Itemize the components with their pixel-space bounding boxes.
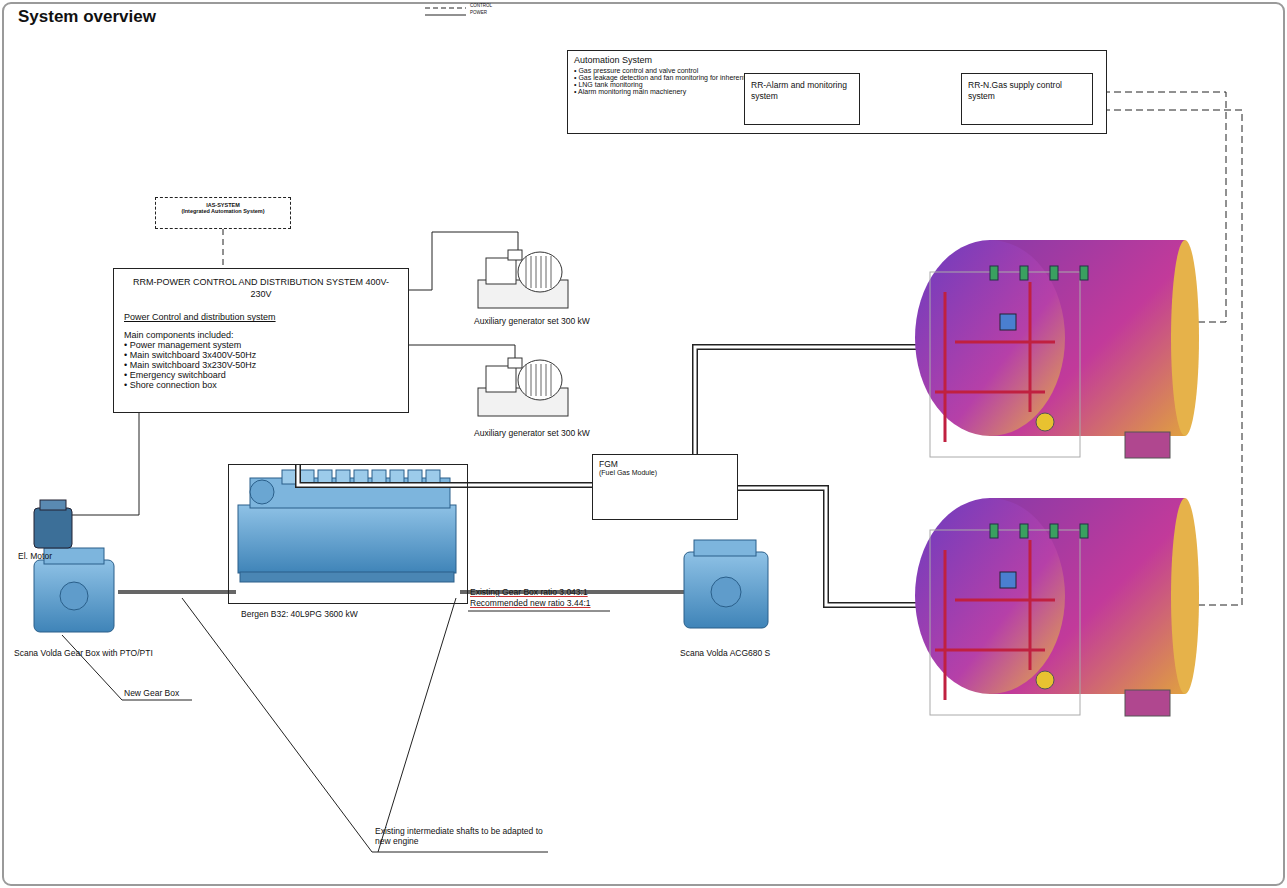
box-text: • Main switchboard 3x230V-50Hz — [124, 360, 398, 370]
valve — [1036, 413, 1054, 431]
valve — [1020, 524, 1028, 538]
cylinder-head — [408, 470, 422, 484]
electric-motor — [34, 500, 72, 548]
cylinder-head — [300, 470, 314, 484]
component-box: FGM(Fuel Gas Module) — [592, 454, 738, 520]
cylinder-head — [318, 470, 332, 484]
valve — [1020, 266, 1028, 280]
cylinder-head — [354, 470, 368, 484]
tank-saddle — [1125, 432, 1170, 458]
valve — [1080, 266, 1088, 280]
part-label: New Gear Box — [124, 688, 179, 698]
component-box: Bergen B32: 40L9PG 3600 kW — [228, 464, 468, 604]
tank-piping — [935, 540, 1055, 700]
gas-pipe — [298, 464, 592, 485]
valve — [1080, 524, 1088, 538]
control-box — [1000, 314, 1016, 330]
fin — [526, 364, 527, 396]
tank-end — [915, 498, 1065, 694]
fin — [551, 256, 552, 288]
box-text: Main components included: — [124, 330, 398, 340]
pipe-outer — [298, 464, 592, 485]
tank-saddle — [1125, 690, 1170, 716]
fin — [551, 364, 552, 396]
tank-end — [1171, 498, 1199, 694]
part-label: Auxiliary generator set 300 kW — [474, 428, 590, 438]
fin — [526, 256, 527, 288]
leader-line — [62, 598, 610, 852]
control-box — [1000, 572, 1016, 588]
shaft — [118, 590, 684, 594]
fin — [531, 256, 532, 288]
valve — [1036, 671, 1054, 689]
legend-text: POWER — [470, 11, 487, 16]
fin — [541, 256, 542, 288]
gearbox — [34, 540, 768, 632]
diagram-title: System overview — [18, 7, 156, 27]
valve — [1050, 524, 1058, 538]
fin — [536, 364, 537, 396]
legend-text: CONTROL — [470, 4, 492, 9]
part-label: Scana Volda ACG680 S — [680, 648, 770, 658]
fin — [531, 364, 532, 396]
fin — [546, 364, 547, 396]
valve — [990, 524, 998, 538]
box-text: • Emergency switchboard — [124, 370, 398, 380]
fin — [541, 364, 542, 396]
box-text: Power Control and distribution system — [124, 312, 398, 322]
coldbox-outline — [930, 530, 1080, 715]
generator-set — [478, 250, 568, 416]
part-label: El. Motor — [18, 551, 52, 561]
valve — [990, 266, 998, 280]
tank-piping — [935, 282, 1055, 442]
component-box: Automation System• Gas pressure control … — [567, 50, 1107, 134]
tank-end — [1171, 240, 1199, 436]
box-text: RR-N.Gas supply control system — [968, 80, 1086, 101]
frame — [3, 3, 1284, 885]
cylinder-head — [426, 470, 440, 484]
connector-line — [223, 229, 224, 268]
generator-part — [518, 360, 562, 400]
control-link — [223, 229, 224, 268]
part-label: Auxiliary generator set 300 kW — [474, 316, 590, 326]
box-text: • Main switchboard 3x400V-50Hz — [124, 350, 398, 360]
component-box: RR-N.Gas supply control system — [961, 73, 1093, 125]
part-label: Scana Volda Gear Box with PTO/PTI — [14, 648, 153, 658]
tank-end — [915, 240, 1065, 436]
valve — [1050, 266, 1058, 280]
cylinder-head — [390, 470, 404, 484]
generator-part — [518, 252, 562, 292]
cylinder-head — [282, 470, 296, 484]
box-text: Automation System — [574, 55, 1100, 65]
box-text: RRM-POWER CONTROL AND DISTRIBUTION SYSTE… — [124, 277, 398, 300]
part-label: Existing Gear Box ratio 3.043:1 — [470, 587, 588, 597]
legend-sample — [425, 15, 466, 16]
box-text: • Power management system — [124, 340, 398, 350]
lng-tank — [915, 240, 1199, 716]
cylinder-head — [336, 470, 350, 484]
coldbox-outline — [930, 272, 1080, 457]
box-text: IAS-SYSTEM — [160, 202, 286, 208]
fin — [546, 256, 547, 288]
generator-part — [508, 358, 522, 368]
part-label: Existing intermediate shafts to be adapt… — [375, 826, 550, 846]
fin — [536, 256, 537, 288]
box-text: (Fuel Gas Module) — [599, 469, 731, 476]
box-text: (Integrated Automation System) — [160, 208, 286, 214]
legend-sample — [425, 8, 466, 9]
component-box: RRM-POWER CONTROL AND DISTRIBUTION SYSTE… — [113, 268, 409, 413]
component-box: IAS-SYSTEM(Integrated Automation System) — [155, 197, 291, 229]
pipe-inner — [298, 464, 592, 485]
part-label: Recommended new ratio 3.44:1 — [470, 598, 591, 608]
box-text: RR-Alarm and monitoring system — [751, 80, 853, 101]
component-box: RR-Alarm and monitoring system — [744, 73, 860, 125]
box-text: Bergen B32: 40L9PG 3600 kW — [241, 609, 358, 619]
box-text: • Shore connection box — [124, 380, 398, 390]
generator-part — [486, 366, 516, 392]
box-text: FGM — [599, 459, 731, 469]
cylinder-head — [372, 470, 386, 484]
generator-part — [486, 258, 516, 284]
generator-part — [508, 250, 522, 260]
